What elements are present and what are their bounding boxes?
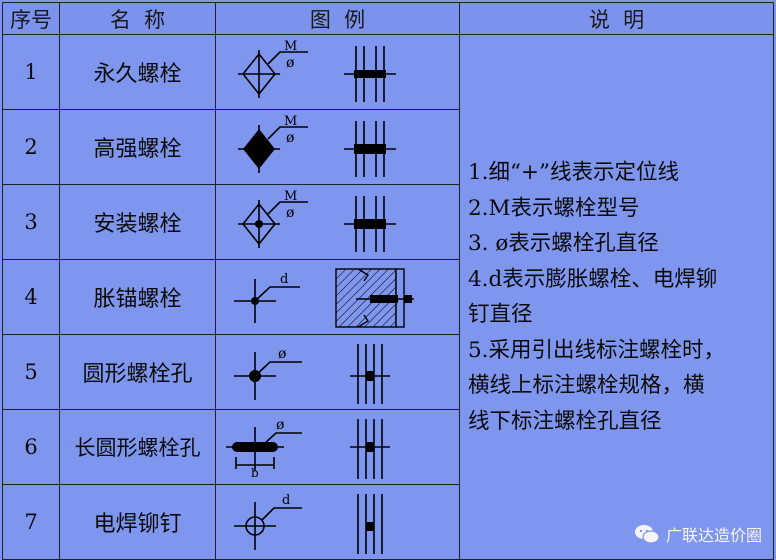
label-d: d [282, 493, 290, 508]
row-name: 长圆形螺栓孔 [59, 409, 216, 485]
row-figure: M ø [215, 109, 460, 185]
row-name: 高强螺栓 [59, 109, 216, 185]
note-line: 2.M表示螺栓型号 [468, 195, 640, 221]
row-name: 永久螺栓 [59, 34, 216, 110]
header-note: 说 明 [459, 2, 774, 35]
label-phi: ø [278, 346, 286, 362]
label-phi: ø [276, 417, 284, 433]
note-line: 线下标注螺栓孔直径 [468, 408, 662, 434]
note-line: 横线上标注螺栓规格，横 [468, 373, 705, 398]
label-b: b [251, 466, 259, 480]
note-line: 5.采用引出线标注螺栓时， [468, 337, 726, 363]
row-seq: 4 [2, 259, 60, 335]
header-row: 序号 名 称 图 例 说 明 [2, 2, 774, 35]
table-row: 6 长圆形螺栓孔 ø b [2, 409, 774, 485]
table-row: 2 高强螺栓 M ø [2, 109, 774, 185]
row-seq: 5 [2, 334, 60, 410]
row-name: 安装螺栓 [59, 184, 216, 260]
label-d: d [280, 272, 288, 287]
table-row: 1 永久螺栓 M ø 1.细“+ [2, 34, 774, 560]
label-phi: ø [286, 55, 294, 71]
row-seq: 2 [2, 109, 60, 185]
row-name: 圆形螺栓孔 [59, 334, 216, 410]
table-row: 5 圆形螺栓孔 ø [2, 334, 774, 410]
watermark: 广联达造价圈 [634, 522, 762, 546]
header-seq: 序号 [2, 2, 60, 35]
row-seq: 7 [2, 484, 60, 560]
row-figure: ø [215, 334, 460, 410]
row-figure: ø b [215, 409, 460, 485]
table-row: 7 电焊铆钉 d [2, 484, 774, 560]
row-figure: d [215, 484, 460, 560]
table-row: 4 胀锚螺栓 d [2, 259, 774, 335]
label-m: M [284, 189, 297, 204]
label-phi: ø [286, 130, 294, 146]
row-name: 电焊铆钉 [59, 484, 216, 560]
row-seq: 6 [2, 409, 60, 485]
slotted-bolt-hole-symbol: ø b [225, 417, 390, 480]
table-row: 3 安装螺栓 M ø [2, 184, 774, 260]
row-name: 胀锚螺栓 [59, 259, 216, 335]
row-seq: 3 [2, 184, 60, 260]
expansion-anchor-bolt-symbol: d [233, 268, 414, 328]
label-phi: ø [286, 205, 294, 221]
notes-cell: 1.细“+”线表示定位线 2.M表示螺栓型号 3. ø表示螺栓孔直径 4.d表示… [459, 34, 774, 560]
round-bolt-hole-symbol: ø [233, 344, 390, 404]
header-figure: 图 例 [215, 2, 460, 35]
high-strength-bolt-symbol: M ø [237, 114, 396, 177]
header-name: 名 称 [59, 2, 216, 35]
label-m: M [284, 39, 297, 54]
row-figure: M ø [215, 184, 460, 260]
note-line: 钉直径 [468, 302, 533, 327]
watermark-text: 广联达造价圈 [665, 526, 762, 545]
welded-rivet-symbol: d [233, 493, 383, 554]
row-figure: M ø [215, 34, 460, 110]
label-m: M [284, 114, 297, 129]
row-figure: d [215, 259, 460, 335]
permanent-bolt-symbol: M ø [237, 39, 396, 102]
note-line: 3. ø表示螺栓孔直径 [468, 231, 659, 256]
row-seq: 1 [2, 34, 60, 110]
note-line: 1.细“+”线表示定位线 [468, 160, 680, 185]
wechat-icon [634, 525, 660, 544]
note-line: 4.d表示膨胀螺栓、电焊铆 [468, 266, 718, 292]
installation-bolt-symbol: M ø [237, 189, 396, 252]
